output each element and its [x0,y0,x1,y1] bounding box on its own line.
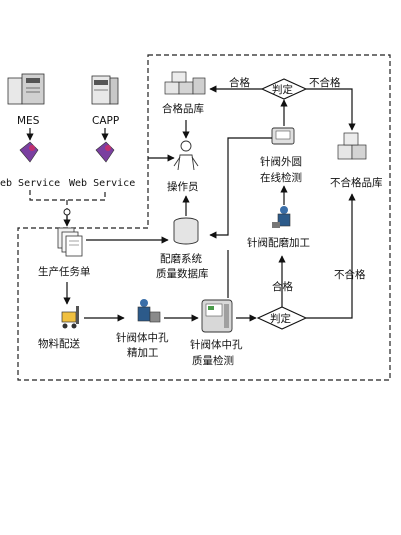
grinding-label: 针阀配磨加工 [247,236,310,249]
edge-judge-to-unqualified-store [306,193,356,319]
qualified-store-label: 合格品库 [162,102,204,115]
ws-junction [63,208,71,216]
grinding-worker-icon [272,206,291,228]
unqualified-store-icon [337,132,367,160]
material-delivery-label: 物料配送 [38,337,80,350]
unqualified-store-label: 不合格品库 [330,176,383,189]
qualified-mid-label: 合格 [272,280,293,293]
mes-label: MES [17,115,40,127]
inspect-line2: 质量检测 [192,354,234,367]
web-service-left-label: eb Service [0,178,60,189]
outer-ring-line2: 在线检测 [260,171,302,184]
unqualified-mid-label: 不合格 [334,268,366,281]
unqualified-top-label: 不合格 [309,76,341,89]
edge-judge-to-unqualified [306,88,356,131]
quality-inspection-icon [201,299,233,333]
outer-ring-line1: 针阀外圆 [260,155,302,168]
operator-icon [173,140,199,171]
ws-join-line [29,190,106,201]
capp-label: CAPP [92,115,119,127]
judge-bottom-label: 判定 [270,312,291,325]
finish-line2: 精加工 [127,346,159,359]
mes-server-icon [7,73,45,105]
capp-server-icon [91,75,119,105]
qualified-store-icon [164,71,206,95]
edge-outer-to-db [209,137,272,239]
web-service-left-icon [19,141,39,163]
judge-top-label: 判定 [272,83,293,96]
db-line1: 配磨系统 [160,252,202,265]
production-order-label: 生产任务单 [38,265,91,278]
web-service-right-label: Web Service [69,178,135,189]
db-line2: 质量数据库 [156,267,209,280]
database-icon [173,217,199,245]
web-service-right-icon [95,141,115,163]
forklift-icon [61,306,79,329]
inspect-line1: 针阀体中孔 [190,338,243,351]
qualified-top-label: 合格 [229,76,250,89]
finish-machining-icon [137,299,161,323]
finish-line1: 针阀体中孔 [116,331,169,344]
outer-ring-inspection-icon [271,127,295,145]
operator-label: 操作员 [167,180,199,193]
production-order-icon [57,227,83,257]
system-boundary [17,54,391,381]
